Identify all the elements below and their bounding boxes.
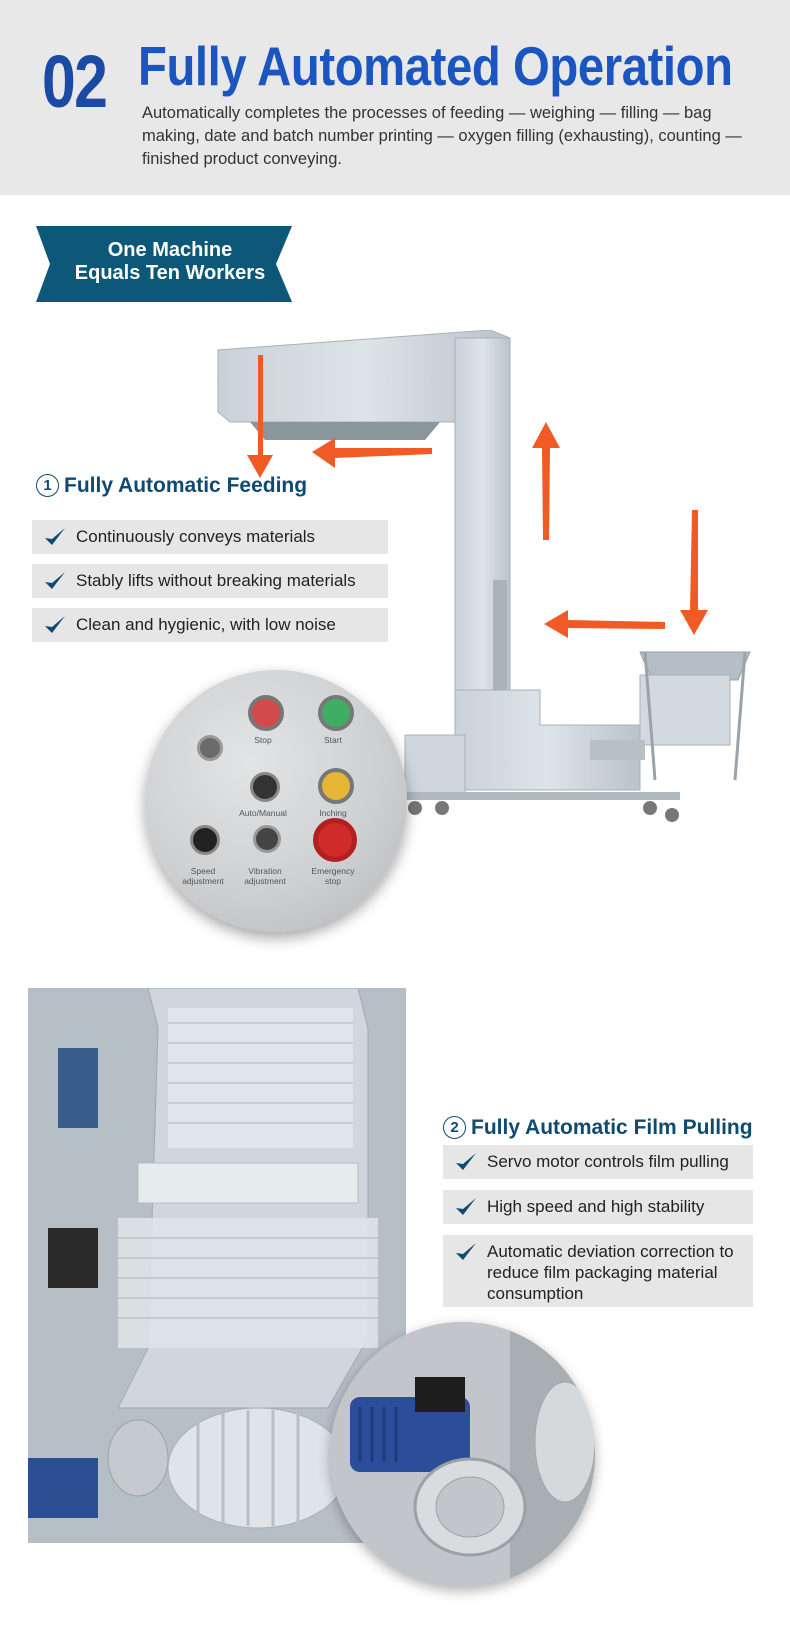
section-2-item: High speed and high stability xyxy=(443,1190,753,1224)
panel-label: Speed adjustment xyxy=(182,866,224,886)
section-2-item: Automatic deviation correction to reduce… xyxy=(443,1235,753,1307)
panel-label: Auto/Manual xyxy=(239,808,287,818)
section-1-number: 1 xyxy=(36,474,59,497)
check-icon xyxy=(456,1198,476,1215)
panel-label: Emergency stop xyxy=(311,866,355,886)
section-1-title-text: Fully Automatic Feeding xyxy=(64,474,308,497)
slogan-banner: One Machine Equals Ten Workers xyxy=(36,226,304,302)
header-band: 02 Fully Automated Operation Automatical… xyxy=(0,0,790,195)
section-1-item: Stably lifts without breaking materials xyxy=(32,564,388,598)
control-panel-closeup: Stop Start Auto/Manual Inching Speed adj… xyxy=(145,670,407,932)
start-button-image xyxy=(318,695,354,731)
section-2-title-text: Fully Automatic Film Pulling xyxy=(471,1116,753,1139)
stop-button-image xyxy=(248,695,284,731)
vibration-knob-image xyxy=(253,825,281,853)
item-text: Continuously conveys materials xyxy=(76,527,316,546)
selector-switch-image xyxy=(250,772,280,802)
speed-knob-image xyxy=(190,825,220,855)
item-text: Servo motor controls film pulling xyxy=(487,1152,729,1171)
panel-label: Vibration adjustment xyxy=(244,866,286,886)
emergency-stop-image xyxy=(313,818,357,862)
section-2-item: Servo motor controls film pulling xyxy=(443,1145,753,1179)
check-icon xyxy=(45,572,65,589)
gauge-knob-image xyxy=(197,735,223,761)
check-icon xyxy=(456,1243,476,1260)
page-description: Automatically completes the processes of… xyxy=(142,104,742,168)
servo-motor-closeup xyxy=(330,1322,595,1587)
section-1-item: Continuously conveys materials xyxy=(32,520,388,554)
page-title: Fully Automated Operation xyxy=(138,35,733,97)
banner-line-2: Equals Ten Workers xyxy=(74,262,266,284)
panel-label: Inching xyxy=(319,808,347,818)
check-icon xyxy=(456,1153,476,1170)
check-icon xyxy=(45,528,65,545)
item-text: Clean and hygienic, with low noise xyxy=(76,615,336,634)
panel-label: Start xyxy=(324,735,342,745)
panel-label: Stop xyxy=(254,735,272,745)
item-text: Stably lifts without breaking materials xyxy=(76,571,356,590)
inching-button-image xyxy=(318,768,354,804)
banner-line-1: One Machine xyxy=(107,239,233,261)
section-number: 02 xyxy=(42,40,108,123)
flow-arrows xyxy=(247,355,708,638)
banner-shape xyxy=(36,226,292,302)
item-text: Automatic deviation correction to reduce… xyxy=(487,1242,734,1303)
bucket-elevator-illustration xyxy=(217,330,751,822)
check-icon xyxy=(45,616,65,633)
motor-illustration xyxy=(330,1322,595,1587)
banner-text: One Machine Equals Ten Workers xyxy=(36,239,304,285)
section-1-item: Clean and hygienic, with low noise xyxy=(32,608,388,642)
film-machine-illustration xyxy=(28,988,406,1543)
section-2-number: 2 xyxy=(443,1116,466,1139)
item-text: High speed and high stability xyxy=(487,1197,705,1216)
